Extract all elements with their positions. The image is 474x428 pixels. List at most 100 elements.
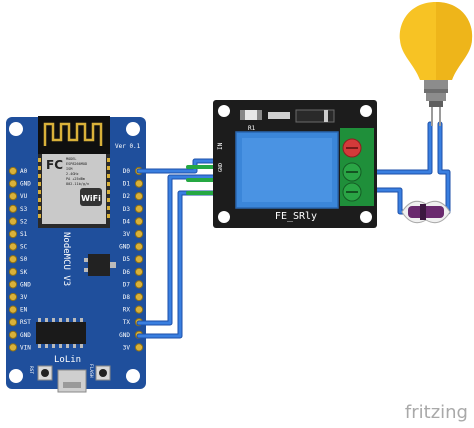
pin-hole — [8, 343, 18, 352]
pin-hole — [134, 255, 144, 264]
pin-hole — [8, 280, 18, 289]
right-pin-label: D8 — [123, 294, 131, 301]
right-pin-label: TX — [123, 319, 131, 326]
maker-label: LoLin — [54, 355, 81, 365]
pin-hole — [8, 242, 18, 251]
pin-hole — [134, 280, 144, 289]
relay-pin-label-in: IN — [217, 142, 224, 150]
relay-cube-top — [242, 138, 332, 202]
mounting-hole — [360, 105, 372, 117]
left-pin-label: VIN — [20, 344, 31, 351]
left-pin-label: SK — [20, 269, 28, 276]
mounting-hole — [9, 122, 23, 136]
fritzing-logo: fritzing — [405, 402, 468, 423]
antenna-area — [38, 116, 110, 154]
mounting-hole — [126, 122, 140, 136]
right-pin-label: 3V — [123, 344, 131, 351]
wire-relay-com-highlight — [350, 122, 432, 174]
pin-hole — [8, 330, 18, 339]
lightbulb-icon — [399, 2, 473, 126]
right-pin-label: D2 — [123, 193, 131, 200]
pin-hole — [8, 217, 18, 226]
mounting-hole — [218, 105, 230, 117]
wire-gnd-highlight — [137, 175, 218, 325]
left-pin-label: RST — [20, 319, 31, 326]
wires — [136, 121, 451, 339]
cert-text: 802.11b/g/n — [66, 182, 89, 186]
relay-pin-label-gnd: GND — [218, 163, 224, 172]
pin-hole — [134, 292, 144, 302]
fc-logo: FC — [46, 158, 63, 172]
screw-terminal-icon — [340, 128, 374, 206]
relay-module: R1 IN GND FE_SRly — [213, 100, 377, 228]
right-pin-label: 3V — [123, 231, 131, 238]
wifi-label: WiFi — [81, 194, 101, 203]
right-pin-label: D0 — [123, 168, 131, 175]
right-pin-label: RX — [123, 307, 131, 314]
right-pin-label: D6 — [123, 269, 131, 276]
right-pin-label: D1 — [123, 181, 131, 188]
left-pin-label: S1 — [20, 231, 28, 238]
cert-text: PA +25dBm — [66, 177, 85, 181]
right-pin-label: GND — [119, 332, 130, 339]
cert-text: MODEL — [66, 157, 77, 161]
flash-button[interactable] — [95, 365, 111, 381]
pin-hole — [134, 179, 144, 188]
wire-bulb-return-highlight — [438, 122, 450, 214]
left-pin-label: A0 — [20, 168, 28, 175]
rst-button-label: RST — [28, 366, 34, 374]
flash-button-label: FLASH — [88, 364, 94, 378]
pin-hole — [8, 267, 18, 276]
pin-hole — [8, 318, 18, 327]
pin-hole — [8, 292, 18, 302]
pin-hole — [134, 229, 144, 239]
board-name: NodeMCU V3 — [61, 232, 71, 286]
diode — [295, 109, 335, 123]
right-pin-label: GND — [119, 244, 130, 251]
pin-hole — [8, 204, 18, 213]
pin-hole — [8, 255, 18, 264]
mounting-hole — [218, 211, 230, 223]
rst-button[interactable] — [37, 365, 53, 381]
smd-resistor — [240, 110, 262, 120]
usb-serial-chip — [36, 318, 86, 348]
pin-hole — [8, 192, 18, 201]
micro-usb-port[interactable] — [57, 369, 87, 393]
left-pin-label: GND — [20, 281, 31, 288]
cert-text: ISM — [66, 167, 72, 171]
left-pin-label: S3 — [20, 206, 28, 213]
bulb-base — [424, 80, 448, 89]
left-pin-label: S2 — [20, 218, 28, 225]
wifi-icon: WiFi — [80, 188, 102, 206]
pin-hole — [134, 343, 144, 352]
resistor-label: R1 — [248, 125, 256, 132]
fc-mark-icon: FC — [46, 158, 63, 172]
left-pin-label: GND — [20, 181, 31, 188]
left-pin-label: S0 — [20, 256, 28, 263]
left-pin-label: GND — [20, 332, 31, 339]
pin-hole — [134, 267, 144, 276]
left-pin-label: 3V — [20, 294, 28, 301]
pin-hole — [134, 204, 144, 213]
relay-name: FE_SRly — [275, 211, 317, 222]
pin-hole — [134, 217, 144, 226]
crocodile-clip — [401, 200, 451, 224]
right-pin-label: D3 — [123, 206, 131, 213]
smd-component — [268, 112, 290, 119]
cert-text: 2.4GHz — [66, 172, 79, 176]
esp8266-module: FC MODEL ESP8266MOD ISM 2.4GHz PA +25dBm… — [38, 116, 110, 228]
pin-hole — [8, 179, 18, 188]
voltage-regulator — [84, 254, 116, 276]
pin-hole — [134, 305, 144, 314]
pin-hole — [8, 229, 18, 239]
antenna-trace-icon — [43, 122, 103, 146]
pin-hole — [8, 166, 18, 176]
left-pin-label: EN — [20, 307, 28, 314]
left-pin-label: SC — [20, 244, 28, 251]
wire-3v — [136, 190, 219, 339]
pin-hole — [134, 192, 144, 201]
cert-text: ESP8266MOD — [66, 162, 87, 166]
